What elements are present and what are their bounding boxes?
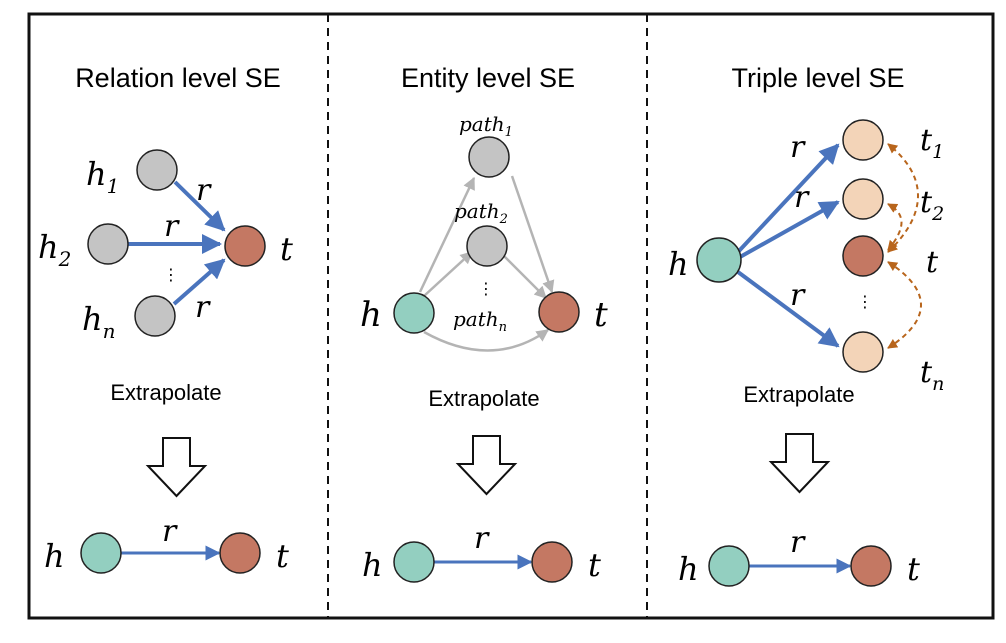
node-path1 — [468, 136, 510, 178]
label-r-1: r — [196, 173, 212, 208]
edge-path1-t — [510, 175, 555, 294]
label-r-3: r — [195, 290, 211, 325]
label-t2: t2 — [920, 185, 944, 225]
extrapolate-label: Extrapolate — [110, 380, 221, 405]
ellipsis-dots: ⋮ — [163, 267, 179, 284]
label-r-1: r — [790, 130, 806, 165]
label-bottom-h: h — [44, 537, 65, 575]
panel-triple-level: Triple level SE h r r r t1 t2 t tn ⋮ Ext… — [668, 63, 944, 588]
edge-h-path2 — [423, 251, 473, 297]
node-bottom-t — [531, 541, 573, 583]
node-h — [696, 237, 742, 283]
node-h2 — [87, 223, 129, 265]
node-bottom-h — [708, 545, 750, 587]
label-bottom-r: r — [474, 521, 490, 556]
label-h1: h1 — [86, 155, 119, 198]
label-t: t — [280, 230, 293, 268]
edge-h-t1 — [736, 143, 840, 254]
node-hn — [134, 295, 176, 337]
label-hn: hn — [82, 300, 116, 343]
ellipsis-dots: ⋮ — [857, 294, 873, 311]
node-t2 — [842, 178, 884, 220]
label-h2: h2 — [38, 228, 71, 271]
edge-hn-t — [172, 258, 226, 306]
panel-title: Entity level SE — [401, 63, 575, 93]
down-arrow-icon — [768, 433, 831, 494]
node-t — [224, 225, 266, 267]
node-tn — [842, 331, 884, 373]
label-r-2: r — [794, 180, 810, 215]
extrapolate-label: Extrapolate — [743, 382, 854, 407]
edge-h-tn — [736, 270, 840, 348]
label-t: t — [594, 295, 608, 335]
node-t — [538, 291, 580, 333]
label-bottom-r: r — [790, 525, 806, 560]
edge-h1-t — [173, 180, 226, 232]
label-r-3: r — [790, 278, 806, 313]
label-h: h — [668, 245, 689, 283]
label-h: h — [360, 295, 382, 335]
label-bottom-h: h — [678, 550, 699, 588]
dashed-link-t-t1 — [887, 143, 919, 253]
label-bottom-t: t — [276, 537, 289, 575]
node-bottom-h — [393, 541, 435, 583]
label-bottom-r: r — [162, 514, 178, 549]
dashed-link-t-tn — [887, 261, 922, 349]
panel-title: Triple level SE — [731, 63, 904, 93]
down-arrow-icon — [455, 435, 518, 496]
node-path2 — [466, 225, 508, 267]
node-h — [393, 292, 435, 334]
down-arrow-icon — [145, 437, 208, 498]
node-t — [842, 235, 884, 277]
label-t: t — [926, 245, 939, 280]
node-bottom-h — [80, 532, 122, 574]
node-h1 — [136, 149, 178, 191]
node-bottom-t — [850, 545, 892, 587]
edge-h-path1 — [418, 176, 476, 293]
edge-h-t2 — [739, 200, 840, 259]
label-t1: t1 — [920, 123, 944, 163]
label-bottom-h: h — [362, 546, 383, 584]
panel-entity-level: Entity level SE path1 path2 pathn h t ⋮ … — [360, 63, 608, 584]
edge-h-t-curve — [423, 328, 550, 352]
label-path2: path2 — [454, 199, 508, 227]
label-path1: path1 — [459, 112, 513, 140]
dashed-link-t-t2 — [887, 203, 903, 251]
label-r-2: r — [164, 209, 180, 244]
label-pathn: pathn — [453, 307, 507, 335]
label-bottom-t: t — [588, 546, 601, 584]
ellipsis-dots: ⋮ — [478, 281, 494, 298]
label-tn: tn — [920, 355, 944, 395]
node-bottom-t — [219, 532, 261, 574]
panel-title: Relation level SE — [75, 63, 281, 93]
outer-frame — [27, 12, 995, 620]
panel-relation-level: Relation level SE h1 h2 hn t r r r ⋮ Ext… — [38, 63, 293, 575]
extrapolate-label: Extrapolate — [428, 386, 539, 411]
node-t1 — [842, 119, 884, 161]
label-bottom-t: t — [907, 550, 920, 588]
edge-path2-t — [501, 253, 547, 299]
